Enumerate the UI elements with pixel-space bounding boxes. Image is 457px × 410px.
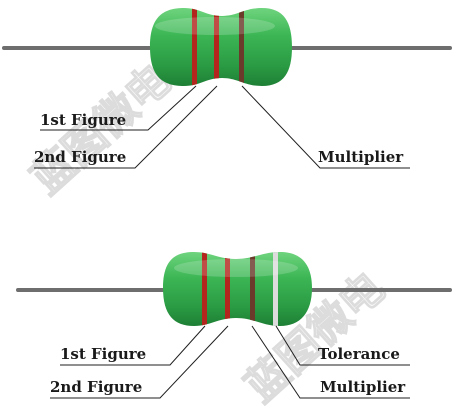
resistor-top: 1st Figure 2nd Figure Multiplier <box>2 8 452 169</box>
color-band-1 <box>202 252 207 326</box>
color-band-3 <box>239 8 244 86</box>
label-tolerance: Tolerance <box>318 345 400 363</box>
pointer-line-multiplier <box>251 325 410 399</box>
pointer-line-2nd-figure <box>34 85 218 169</box>
label-multiplier: Multiplier <box>318 148 404 166</box>
color-band-3 <box>250 252 255 326</box>
label-1st-figure: 1st Figure <box>40 111 126 129</box>
pointer-line-1st-figure <box>60 325 206 366</box>
label-multiplier: Multiplier <box>320 378 406 396</box>
body-highlight <box>155 17 275 35</box>
color-band-2 <box>225 252 230 326</box>
label-1st-figure: 1st Figure <box>60 345 146 363</box>
color-band-2 <box>214 8 219 86</box>
watermark-top: 蓝图微电 <box>21 54 180 204</box>
watermark-text: 蓝图微电 <box>22 55 180 204</box>
resistor-bottom: 1st Figure 2nd Figure Tolerance Multipli… <box>16 252 452 399</box>
resistor-body <box>150 8 292 86</box>
pointer-line-2nd-figure <box>50 325 229 399</box>
pointer-line-multiplier <box>241 85 410 169</box>
color-band-4 <box>273 252 278 326</box>
color-band-1 <box>192 8 197 86</box>
body-highlight <box>174 259 298 277</box>
label-2nd-figure: 2nd Figure <box>34 148 126 166</box>
pointer-line-tolerance <box>275 325 410 366</box>
pointer-line-1st-figure <box>40 85 197 131</box>
label-2nd-figure: 2nd Figure <box>50 378 142 396</box>
